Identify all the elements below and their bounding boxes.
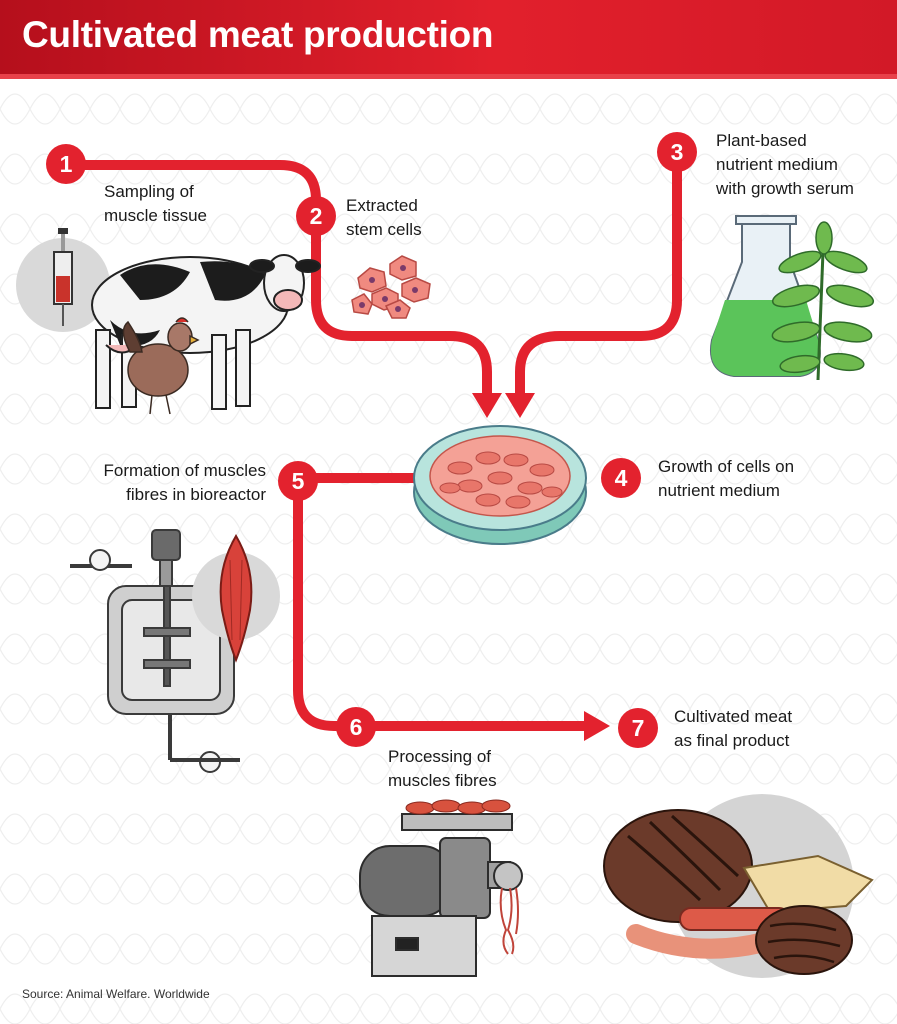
step-6-badge: 6 bbox=[336, 707, 376, 747]
step-3-badge: 3 bbox=[657, 132, 697, 172]
step-2-label: Extracted stem cells bbox=[346, 196, 422, 239]
step-3-label: Plant-based nutrient medium with growth … bbox=[716, 131, 854, 198]
page-title: Cultivated meat production bbox=[22, 14, 494, 55]
petri-dish-icon bbox=[413, 425, 587, 545]
syringe-icon bbox=[16, 228, 110, 332]
step-6-label: Processing of muscles fibres bbox=[388, 747, 497, 790]
step-1-label: Sampling of muscle tissue bbox=[104, 182, 207, 225]
chicken-icon bbox=[122, 317, 200, 415]
bioreactor-icon bbox=[70, 529, 240, 773]
step-5-badge: 5 bbox=[278, 461, 318, 501]
step-2-badge: 2 bbox=[296, 196, 336, 236]
source-note: Source: Animal Welfare. Worldwide bbox=[22, 987, 210, 1001]
step-4-label: Growth of cells on nutrient medium bbox=[658, 457, 795, 500]
step-7-label: Cultivated meat as final product bbox=[674, 707, 793, 750]
arrowhead-into-dish-right bbox=[505, 393, 535, 418]
meat-grinder-icon bbox=[359, 799, 523, 977]
step-7-badge: 7 bbox=[618, 708, 658, 748]
connector-1-to-4 bbox=[68, 160, 492, 395]
step-5-label: Formation of muscles fibres in bioreacto… bbox=[103, 461, 267, 504]
arrowhead-to-step-7 bbox=[584, 711, 610, 741]
meat-products-icon bbox=[603, 794, 874, 978]
plant-icon bbox=[771, 221, 875, 381]
step-1-badge: 1 bbox=[46, 144, 86, 184]
connector-4-to-5 bbox=[293, 473, 590, 731]
step-4-badge: 4 bbox=[601, 458, 641, 498]
arrowhead-into-dish-left bbox=[472, 393, 502, 418]
title-banner bbox=[0, 0, 897, 74]
title-underline bbox=[0, 74, 897, 79]
flow-arrows bbox=[68, 160, 682, 731]
connector-3-to-4 bbox=[515, 170, 682, 395]
cow-icon bbox=[91, 254, 321, 410]
arrow-heads bbox=[472, 393, 610, 741]
muscle-icon bbox=[192, 534, 280, 663]
stem-cells-icon bbox=[351, 255, 431, 319]
